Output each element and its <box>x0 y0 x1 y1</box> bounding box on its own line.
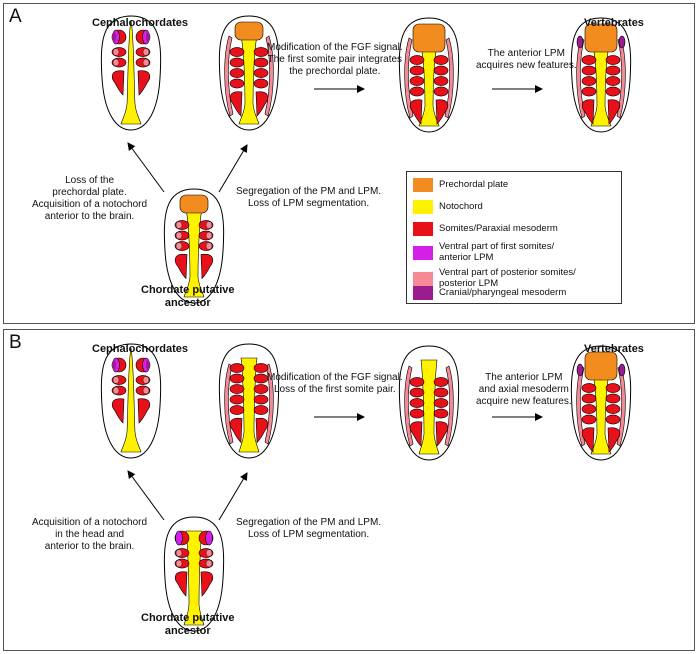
panel-a: A Cephalochordates Vertebrates Modificat… <box>3 3 695 324</box>
embryo-b-segregated <box>218 343 280 459</box>
embryo-a-ancestor <box>163 188 225 304</box>
arrow-a-ancestor-to-segregated <box>218 144 248 193</box>
embryo-b-ancestor <box>163 516 225 632</box>
arrow-b-ancestor-to-ceph <box>127 470 165 521</box>
legend-item: Cranial/pharyngeal mesoderm <box>413 286 566 300</box>
legend-swatch <box>413 178 433 192</box>
text-b-segregation: Segregation of the PM and LPM.Loss of LP… <box>236 517 382 540</box>
panel-b: B Cephalochordates Vertebrates Modificat… <box>3 329 695 651</box>
text-a-modification: Modification of the FGF signal.The first… <box>267 42 403 77</box>
arrow-b-ancestor-to-segregated <box>218 472 248 521</box>
legend-item: Prechordal plate <box>413 178 508 192</box>
label-cephalochordates-a: Cephalochordates <box>92 17 188 29</box>
legend-swatch <box>413 222 433 236</box>
legend-item: Notochord <box>413 200 483 214</box>
panel-a-letter: A <box>9 6 22 27</box>
legend-swatch <box>413 245 433 260</box>
legend-swatch <box>413 200 433 214</box>
embryo-a-cephalochordate <box>100 15 162 131</box>
legend-swatch <box>413 286 433 300</box>
legend-swatch <box>413 271 433 286</box>
legend-label: Ventral part of posterior somites/poster… <box>439 267 576 289</box>
embryo-b-intermediate <box>398 345 460 461</box>
legend-item: Ventral part of posterior somites/poster… <box>413 267 576 289</box>
label-vertebrates-b: Vertebrates <box>584 343 644 355</box>
text-b-modification: Modification of the FGF signal.Loss of t… <box>267 372 403 395</box>
text-a-segregation: Segregation of the PM and LPM.Loss of LP… <box>236 186 382 209</box>
panel-b-diagram <box>100 343 632 632</box>
embryo-a-segregated <box>218 15 280 131</box>
embryo-b-vertebrate <box>570 345 632 461</box>
embryo-a-vertebrate <box>570 17 632 133</box>
legend-label: Cranial/pharyngeal mesoderm <box>439 286 567 298</box>
legend-item: Somites/Paraxial mesoderm <box>413 222 558 236</box>
label-vertebrates-a: Vertebrates <box>584 17 644 29</box>
embryo-a-intermediate <box>398 17 460 133</box>
legend-label: Prechordal plate <box>439 178 509 190</box>
label-cephalochordates-b: Cephalochordates <box>92 343 188 355</box>
panel-b-letter: B <box>9 332 22 353</box>
embryo-b-cephalochordate <box>100 343 162 459</box>
arrow-a-ancestor-to-ceph <box>127 142 165 193</box>
legend-label: Notochord <box>439 200 483 212</box>
legend-label: Ventral part of first somites/anterior L… <box>439 241 555 263</box>
legend-label: Somites/Paraxial mesoderm <box>439 222 558 234</box>
legend-item: Ventral part of first somites/anterior L… <box>413 241 555 263</box>
panel-a-diagram <box>100 15 632 304</box>
